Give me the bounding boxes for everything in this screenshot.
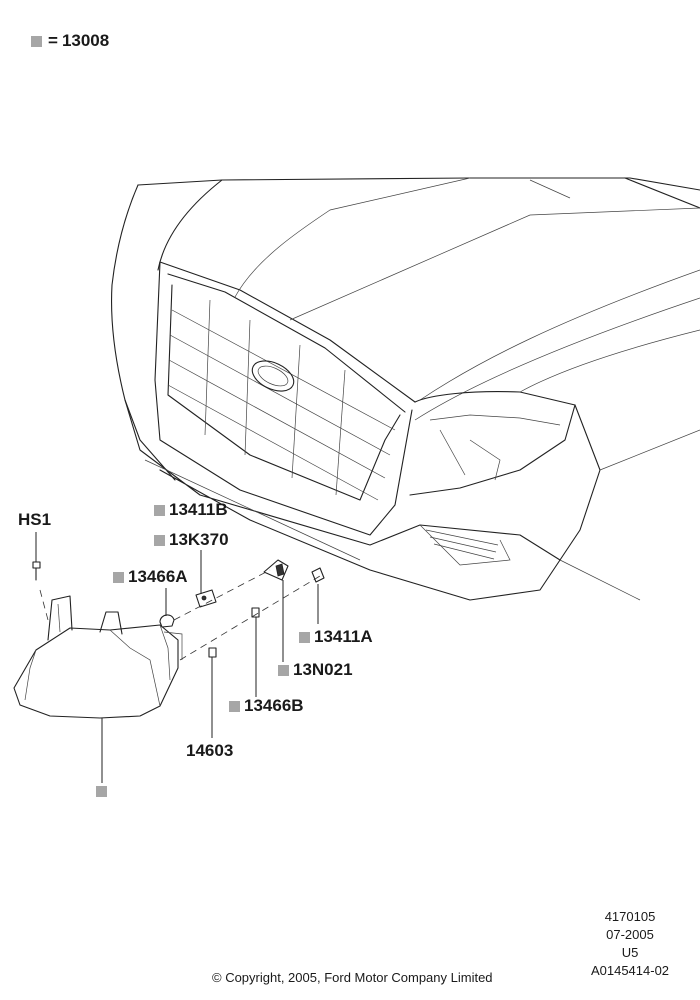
label-13466b-text: 13466B: [244, 696, 304, 715]
label-headlamp-marker: [96, 786, 111, 797]
legend-equals: =: [48, 31, 58, 50]
legend-code: 13008: [61, 31, 110, 50]
reference-line-4: A0145414-02: [590, 963, 670, 978]
label-14603-text: 14603: [186, 741, 234, 760]
label-13466b: 13466B: [229, 696, 304, 716]
label-13k370-text: 13K370: [169, 530, 229, 549]
marker-square: [96, 786, 107, 797]
reference-line-2: 07-2005: [606, 927, 654, 942]
marker-square: [113, 571, 124, 583]
label-14603: 14603: [186, 741, 233, 761]
leader-lines: [35, 532, 319, 783]
assembly-lines: [39, 569, 321, 661]
marker-square: [154, 534, 165, 546]
marker-square: [229, 700, 240, 712]
label-13411a-text: 13411A: [314, 627, 373, 646]
marker-square: [154, 504, 165, 516]
reference-line-1: 4170105: [604, 909, 656, 924]
label-13466a-text: 13466A: [128, 567, 188, 586]
small-parts: [32, 559, 325, 658]
vehicle-front-illustration: [111, 177, 700, 601]
label-13k370: 13K370: [154, 530, 229, 550]
label-13n021: 13N021: [278, 660, 353, 680]
label-13411b-text: 13411B: [169, 500, 228, 519]
label-hs1-text: HS1: [18, 510, 52, 529]
legend-marker-square: [31, 35, 42, 47]
marker-square: [299, 631, 310, 643]
copyright-notice: © Copyright, 2005, Ford Motor Company Li…: [212, 970, 493, 985]
reference-line-3: U5: [621, 945, 639, 960]
label-13466a: 13466A: [113, 567, 188, 587]
label-13411a: 13411A: [299, 627, 373, 647]
headlamp-assembly: [13, 595, 183, 719]
legend: = 13008: [31, 31, 109, 51]
label-13n021-text: 13N021: [293, 660, 353, 679]
label-hs1: HS1: [18, 510, 51, 530]
marker-square: [278, 664, 289, 676]
label-13411b: 13411B: [154, 500, 228, 520]
drawing-reference-block: 4170105 07-2005 U5 A0145414-02: [580, 908, 680, 980]
